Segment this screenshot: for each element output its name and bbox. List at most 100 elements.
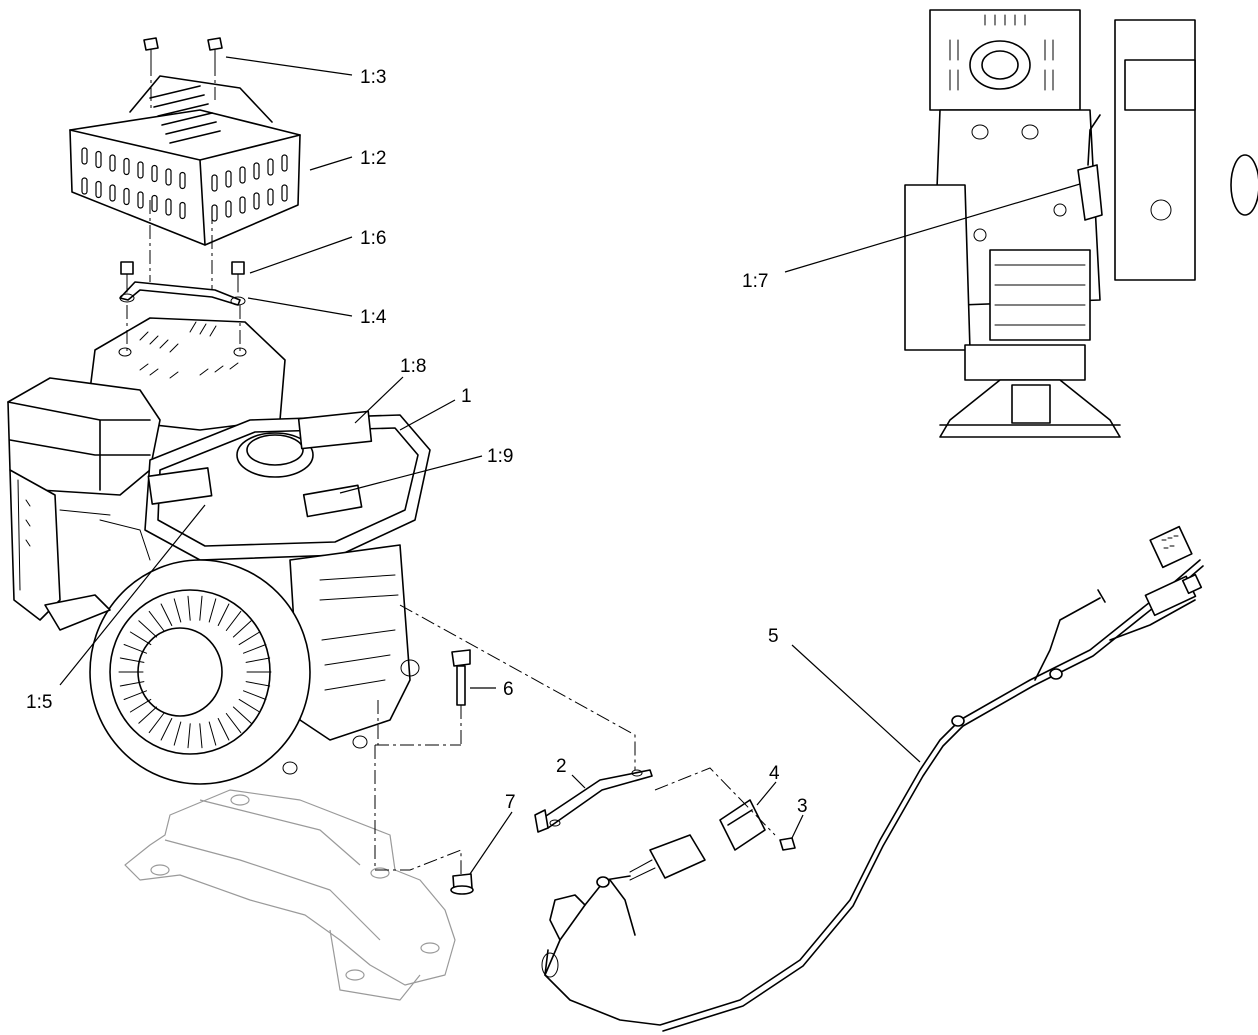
shroud-vents — [118, 321, 247, 379]
cover-screw — [143, 37, 223, 110]
starter-slot — [232, 706, 252, 724]
starter-slot — [187, 723, 191, 749]
callout-1-7: 1:7 — [742, 271, 768, 292]
callout-labels: 1:3 1:2 1:6 1:4 1:8 1 1:9 1:5 1:7 6 5 2 … — [26, 67, 808, 817]
wire-harness — [541, 525, 1204, 1032]
callout-7: 7 — [505, 792, 516, 813]
cover-slot — [165, 168, 172, 186]
callout-1-8: 1:8 — [400, 356, 426, 377]
starter-slot — [160, 603, 173, 626]
callout-6: 6 — [503, 679, 514, 700]
starter-slot — [238, 698, 261, 713]
starter-slot — [208, 598, 217, 623]
starter-slot — [123, 690, 147, 700]
starter-slot — [225, 610, 242, 631]
cover-slot — [123, 157, 130, 176]
leader-lines — [59, 56, 1081, 875]
cover-slot — [239, 166, 246, 184]
cover-slots — [81, 85, 288, 222]
cover-slot — [211, 174, 218, 192]
starter-slot — [148, 713, 165, 734]
starter-slot — [217, 718, 230, 741]
cover-slot — [137, 191, 144, 209]
callout-4: 4 — [769, 763, 780, 784]
cover-slot — [253, 162, 260, 180]
starter-slot — [123, 644, 147, 654]
connector-clip — [719, 799, 766, 851]
callout-1-5: 1:5 — [26, 692, 52, 713]
engine — [7, 317, 431, 785]
cover-slot — [95, 150, 102, 169]
cover-slot — [281, 154, 288, 172]
cover-slot — [165, 121, 217, 135]
starter-slot — [129, 698, 152, 713]
callout-1: 1 — [461, 386, 472, 407]
cover-slot — [151, 194, 158, 213]
mounting-bolt — [451, 649, 471, 745]
cover-slot — [161, 112, 213, 126]
cover-slot — [109, 154, 116, 172]
cover-slot — [165, 198, 172, 216]
cover-slot — [149, 85, 201, 99]
cover-slot — [95, 180, 102, 199]
starter-slot — [173, 721, 182, 746]
starter-slot — [148, 610, 165, 631]
cover-slot — [153, 94, 205, 108]
assembly-lines — [374, 604, 776, 874]
cover-slot — [179, 171, 186, 190]
cover-slot — [81, 177, 88, 195]
callout-1-9: 1:9 — [487, 446, 513, 467]
cover-slot — [253, 192, 260, 210]
cover-slot — [157, 103, 209, 117]
starter-slot — [138, 620, 158, 638]
callout-1-4: 1:4 — [360, 307, 387, 328]
starter-slot — [217, 603, 230, 626]
starter-slot — [199, 723, 203, 749]
cover-slot — [123, 187, 130, 206]
cover-slot — [267, 188, 274, 206]
callout-1-3: 1:3 — [360, 67, 386, 88]
harness-bracket — [534, 769, 653, 833]
starter-slot — [173, 598, 182, 623]
callout-5: 5 — [768, 626, 779, 647]
cover-slot — [225, 200, 232, 218]
cover-slot — [239, 196, 246, 214]
starter-slot — [243, 644, 267, 654]
cover-slot — [267, 158, 274, 176]
guard-bracket — [119, 200, 246, 355]
starter-slots — [118, 595, 272, 749]
cover-slot — [225, 170, 232, 188]
engine-detail-view — [904, 9, 1258, 438]
starter-slot — [187, 595, 191, 621]
callout-2: 2 — [556, 756, 567, 777]
cover-slot — [109, 184, 116, 202]
starter-slot — [243, 690, 267, 700]
mounting-plate — [124, 789, 456, 1001]
starter-slot — [129, 631, 152, 646]
cover-slot — [151, 164, 158, 183]
cover-slot — [211, 204, 218, 222]
callout-1-6: 1:6 — [360, 228, 386, 249]
starter-slot — [160, 718, 173, 741]
starter-slot — [199, 595, 203, 621]
callout-3: 3 — [797, 796, 808, 817]
starter-slot — [208, 721, 217, 746]
cover-slot — [281, 184, 288, 202]
starter-slot — [119, 681, 145, 687]
starter-slot — [119, 657, 145, 663]
cover-slot — [169, 130, 221, 144]
starter-slot — [138, 706, 158, 724]
muffler-guard — [69, 75, 301, 246]
clip-screw — [779, 837, 796, 851]
starter-slot — [238, 631, 261, 646]
cover-slot — [81, 147, 88, 165]
starter-slot — [245, 657, 271, 663]
cover-slot — [137, 161, 144, 179]
starter-slot — [245, 681, 271, 687]
starter-slot — [232, 620, 252, 638]
starter-slot — [225, 713, 242, 734]
cover-slot — [179, 201, 186, 220]
flange-nut — [450, 873, 474, 895]
callout-1-2: 1:2 — [360, 148, 386, 169]
